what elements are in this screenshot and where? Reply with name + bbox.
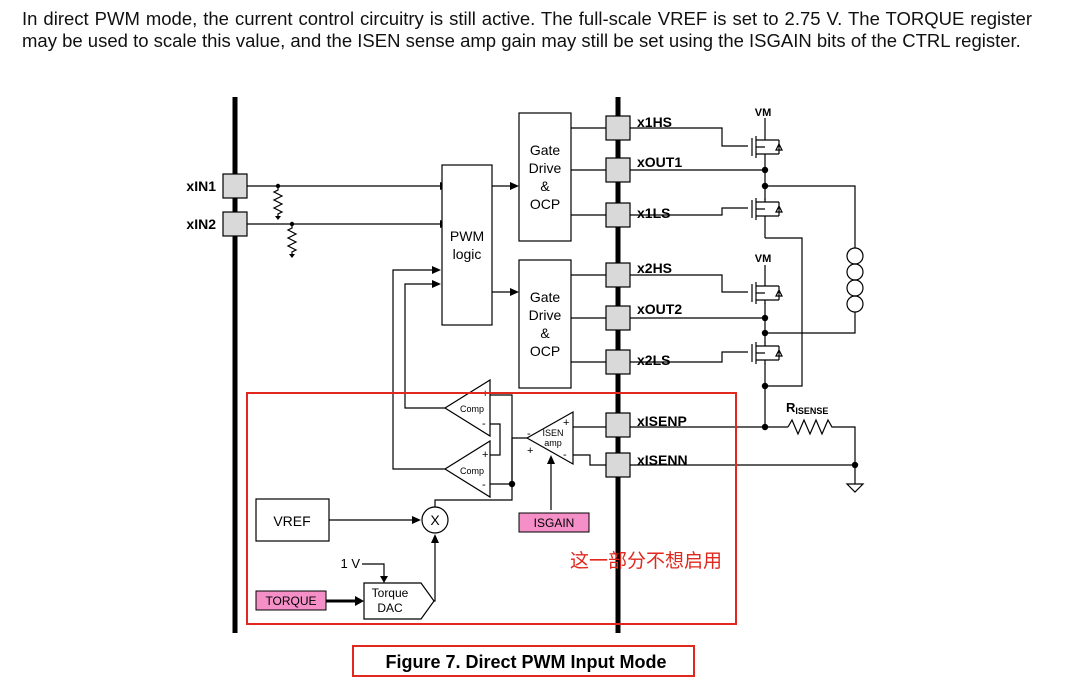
current-loop-wiring — [392, 266, 606, 510]
isen-amp-minus: - — [563, 449, 567, 461]
gate2-label-2: Drive — [529, 307, 562, 323]
gate2-label-1: Gate — [530, 289, 561, 305]
pwm-logic-label-1: PWM — [450, 228, 484, 244]
highlight-box — [246, 392, 737, 625]
figure-caption: Figure 7. Direct PWM Input Mode — [385, 652, 666, 672]
mosfet-high-1 — [751, 136, 783, 158]
label-xin2: xIN2 — [186, 216, 216, 232]
label-rsense: RISENSE — [786, 400, 828, 416]
gate1-label-1: Gate — [530, 142, 561, 158]
gate1-outputs — [571, 127, 606, 216]
torque-dac-label-2: DAC — [377, 601, 403, 615]
comp-bottom-plus: + — [482, 449, 488, 461]
gate-drive-block-2 — [518, 259, 572, 389]
gate2-outputs — [571, 274, 606, 363]
pwm-logic-block — [441, 164, 493, 326]
comp-bottom-minus: - — [482, 479, 486, 491]
pwm-to-gate1-arrow — [510, 182, 519, 190]
dac-to-multiplier-wire — [434, 540, 436, 602]
multiplier-label: X — [430, 512, 440, 528]
isgain-box — [518, 512, 590, 533]
mosfet-low-2 — [751, 342, 783, 364]
vref-label: VREF — [273, 513, 310, 529]
mosfet-low-1 — [751, 198, 783, 220]
torque-arrow — [355, 596, 364, 606]
torque-label: TORQUE — [265, 594, 316, 608]
multiplier-circle — [421, 506, 449, 534]
motor-coil — [846, 247, 864, 313]
pulldown-resistor-1 — [272, 183, 284, 220]
pin-xin2 — [222, 211, 248, 237]
isen-amp-label-1: ISEN — [542, 428, 563, 438]
label-vm-bottom: VM — [755, 253, 772, 265]
label-xisenn: xISENN — [637, 452, 688, 468]
mosfet-high-2 — [751, 282, 783, 304]
pwm-logic-label-2: logic — [453, 246, 482, 262]
isen-amp — [525, 410, 574, 466]
label-xout2: xOUT2 — [637, 301, 682, 317]
gate1-label-2: Drive — [529, 160, 562, 176]
vref-arrow — [412, 516, 421, 524]
description-paragraph: In direct PWM mode, the current control … — [22, 8, 1032, 51]
isen-amp-label-2: amp — [544, 438, 562, 448]
label-xout1: xOUT1 — [637, 154, 682, 170]
caption-highlight — [352, 645, 695, 677]
label-x1ls: x1LS — [637, 205, 670, 221]
label-vm-top: VM — [755, 107, 772, 119]
label-x2hs: x2HS — [637, 260, 672, 276]
isen-out-plus: + — [527, 445, 533, 457]
gate-drive-block-1 — [518, 112, 572, 242]
torque-dac-block — [363, 582, 435, 620]
comp-top-minus: - — [482, 418, 486, 430]
gate1-label-4: OCP — [530, 196, 560, 212]
one-volt-wire — [362, 563, 385, 576]
vref-block — [255, 498, 330, 542]
one-volt-label: 1 V — [340, 556, 360, 571]
torque-dac-label-1: Torque — [372, 586, 409, 600]
label-xisenp: xISENP — [637, 413, 687, 429]
dac-to-multiplier-arrow — [431, 534, 439, 543]
one-volt-arrow — [380, 576, 388, 583]
isgain-label: ISGAIN — [534, 516, 575, 530]
pin-xin1 — [222, 173, 248, 199]
isen-out-minus: - — [527, 428, 531, 440]
label-xin1: xIN1 — [186, 178, 216, 194]
pulldown-resistor-2 — [286, 221, 298, 258]
gate2-label-4: OCP — [530, 343, 560, 359]
comp-bottom-label: Comp — [460, 466, 484, 476]
comparator-bottom — [443, 439, 491, 499]
annotation-text: 这一部分不想启用 — [570, 550, 722, 572]
gate1-label-3: & — [540, 178, 550, 194]
comp-top-label: Comp — [460, 404, 484, 414]
label-x2ls: x2LS — [637, 352, 670, 368]
pwm-to-gate2-arrow — [510, 288, 519, 296]
external-wiring — [630, 118, 865, 493]
label-x1hs: x1HS — [637, 114, 672, 130]
isen-amp-plus: + — [563, 417, 569, 429]
right-pins — [605, 115, 631, 478]
gate2-label-3: & — [540, 325, 550, 341]
